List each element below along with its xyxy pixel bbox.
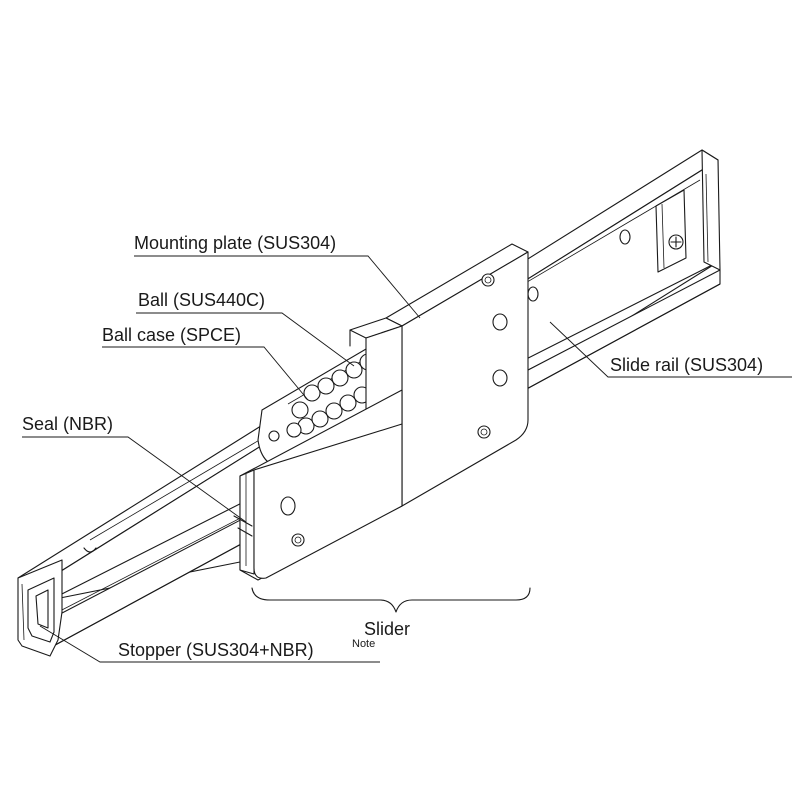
- slider-brace: [251, 587, 531, 613]
- label-ball: Ball (SUS440C): [138, 290, 265, 310]
- label-ball-case: Ball case (SPCE): [102, 325, 241, 345]
- seal: [233, 515, 253, 537]
- slider-lower-plate: [239, 389, 403, 581]
- label-slider: Slider: [364, 619, 410, 639]
- right-stopper: [655, 189, 687, 273]
- label-seal: Seal (NBR): [22, 414, 113, 434]
- label-mounting-plate: Mounting plate (SUS304): [134, 233, 336, 253]
- label-slide-rail: Slide rail (SUS304): [610, 355, 763, 375]
- label-stopper: Stopper (SUS304+NBR): [118, 640, 314, 660]
- mounting-plate: [349, 243, 529, 507]
- left-stopper: [17, 559, 63, 657]
- label-stopper-note: Note: [352, 638, 375, 650]
- leader-lines: [22, 255, 792, 663]
